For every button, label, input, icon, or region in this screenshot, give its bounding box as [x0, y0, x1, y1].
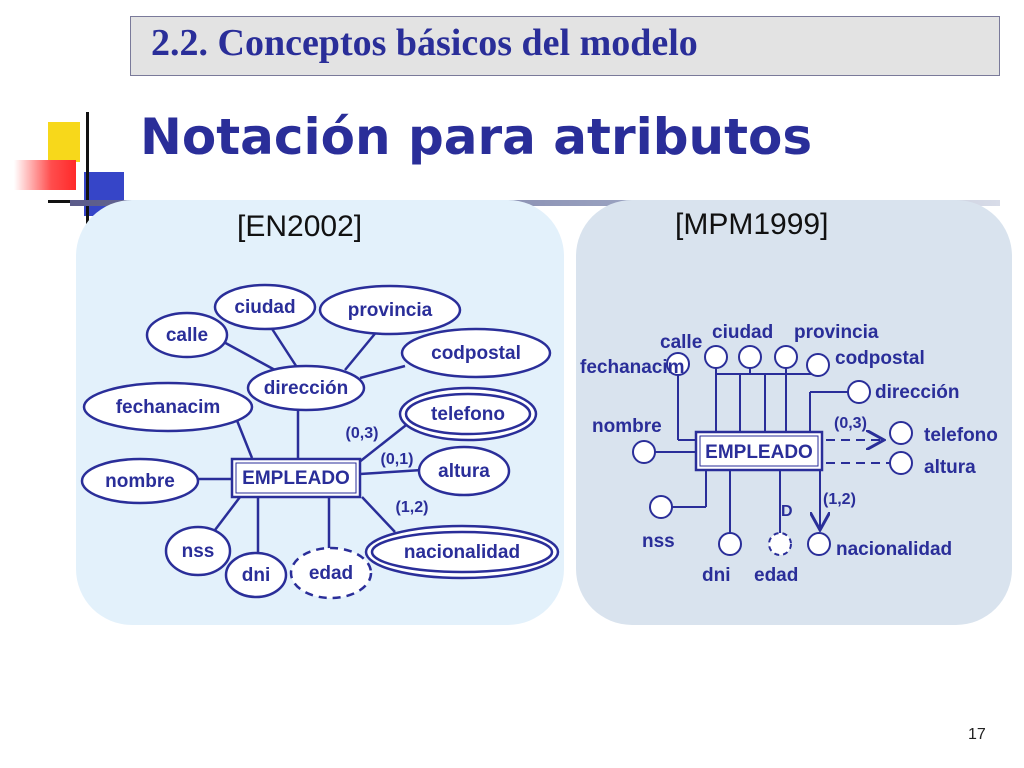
slide-title: Notación para atributos [140, 108, 813, 166]
right-label-ciudad: ciudad [712, 322, 773, 343]
edge-fechanacim-empleado [234, 417, 254, 459]
right-label-direccion: dirección [875, 382, 959, 403]
right-panel-label: [MPM1999] [675, 208, 829, 241]
edge-altura-empleado [359, 468, 423, 476]
edge-nacionalidad-empleado [361, 496, 396, 533]
left-card-nacionalidad: (1,2) [396, 499, 429, 516]
right-label-entity-empleado: EMPLEADO [705, 442, 813, 463]
attr-telefono-circle-r [889, 421, 913, 445]
left-label-entity-empleado: EMPLEADO [242, 468, 350, 489]
decor-red-square [14, 160, 76, 190]
entity-empleado-r-inner [699, 435, 819, 467]
right-label-nacionalidad: nacionalidad [836, 539, 952, 560]
attr-provincia-circle-r [774, 345, 798, 369]
left-label-nacionalidad: nacionalidad [404, 542, 520, 563]
right-label-edad: edad [754, 565, 798, 586]
attr-telefono-ellipse [398, 386, 538, 442]
attr-nss-ellipse [164, 525, 232, 577]
right-label-calle: calle [660, 332, 702, 353]
right-label-fechanacim: fechanacim [580, 357, 685, 378]
left-diagram-labels: ciudad provincia calle codpostal direcci… [105, 297, 521, 586]
left-label-codpostal: codpostal [431, 343, 521, 364]
left-label-nombre: nombre [105, 471, 175, 492]
attr-codpostal-circle-r [806, 353, 830, 377]
edge-telefono-empleado [357, 421, 411, 464]
page-number: 17 [968, 726, 986, 743]
attr-nacionalidad-inner-ellipse [370, 530, 554, 574]
attr-dni-ellipse [224, 551, 288, 599]
attr-nombre-ellipse [80, 457, 200, 505]
right-label-nss: nss [642, 531, 675, 552]
entity-empleado-r-box [694, 430, 824, 472]
edge-codpostal-direccion [359, 364, 406, 380]
title-underline [70, 200, 1000, 206]
attr-altura-circle-r [889, 451, 913, 475]
right-card-telefono: (0,3) [834, 415, 867, 432]
edge-provincia-direccion [344, 329, 379, 371]
right-diagram [632, 345, 913, 556]
attr-direccion-circle-r [847, 380, 871, 404]
attr-dni-circle-r [718, 532, 742, 556]
left-label-direccion: dirección [264, 378, 348, 399]
attr-calle-circle-r [704, 345, 728, 369]
left-card-altura: (0,1) [381, 451, 414, 468]
attr-fechanacim-circle-r [666, 352, 690, 376]
left-label-dni: dni [242, 565, 271, 586]
right-label-dni: dni [702, 565, 731, 586]
attr-nss-circle-r [649, 495, 673, 519]
right-label-provincia: provincia [794, 322, 879, 343]
attr-altura-ellipse [417, 445, 511, 497]
section-title: 2.2. Conceptos básicos del modelo [151, 22, 698, 64]
left-label-provincia: provincia [348, 300, 433, 321]
left-label-calle: calle [166, 325, 208, 346]
left-label-telefono: telefono [431, 404, 505, 425]
attr-nombre-circle-r [632, 440, 656, 464]
left-diagram-cardinalities: (0,3) (0,1) (1,2) [346, 425, 429, 516]
left-label-nss: nss [182, 541, 215, 562]
left-card-telefono: (0,3) [346, 425, 379, 442]
right-label-codpostal: codpostal [835, 348, 925, 369]
right-diagram-labels: calle ciudad provincia codpostal fechana… [580, 322, 998, 586]
left-label-ciudad: ciudad [234, 297, 295, 318]
left-label-altura: altura [438, 461, 490, 482]
attr-calle-ellipse [145, 311, 229, 359]
right-label-telefono: telefono [924, 425, 998, 446]
decor-yellow-square [48, 122, 80, 162]
edge-calle-direccion [219, 338, 276, 372]
entity-empleado-box [230, 457, 362, 499]
edge-nss-empleado [214, 496, 241, 531]
left-label-fechanacim: fechanacim [116, 397, 221, 418]
left-diagram [80, 283, 560, 600]
attr-edad-ellipse [289, 546, 373, 600]
entity-empleado-inner [235, 462, 357, 494]
right-derived-marker: D [781, 503, 793, 520]
right-card-nacionalidad: (1,2) [823, 491, 856, 508]
attr-provincia-ellipse [318, 284, 462, 336]
right-label-altura: altura [924, 457, 976, 478]
right-panel [576, 200, 1012, 625]
attr-nacionalidad-circle-r [807, 532, 831, 556]
attr-fechanacim-ellipse [82, 381, 254, 433]
attr-direccion-ellipse [246, 364, 366, 412]
left-panel-label: [EN2002] [237, 210, 363, 243]
attr-nacionalidad-ellipse [364, 524, 560, 580]
attr-telefono-inner-ellipse [404, 392, 532, 436]
attr-ciudad-ellipse [213, 283, 317, 331]
right-diagram-cardinalities: (0,3) (1,2) D [781, 415, 867, 520]
attr-ciudad-circle-r [738, 345, 762, 369]
section-header: 2.2. Conceptos básicos del modelo [130, 16, 1000, 76]
decor-vertical-line [86, 112, 89, 224]
right-label-nombre: nombre [592, 416, 662, 437]
left-label-edad: edad [309, 563, 353, 584]
attr-edad-circle-r [768, 532, 792, 556]
attr-codpostal-ellipse [400, 327, 552, 379]
